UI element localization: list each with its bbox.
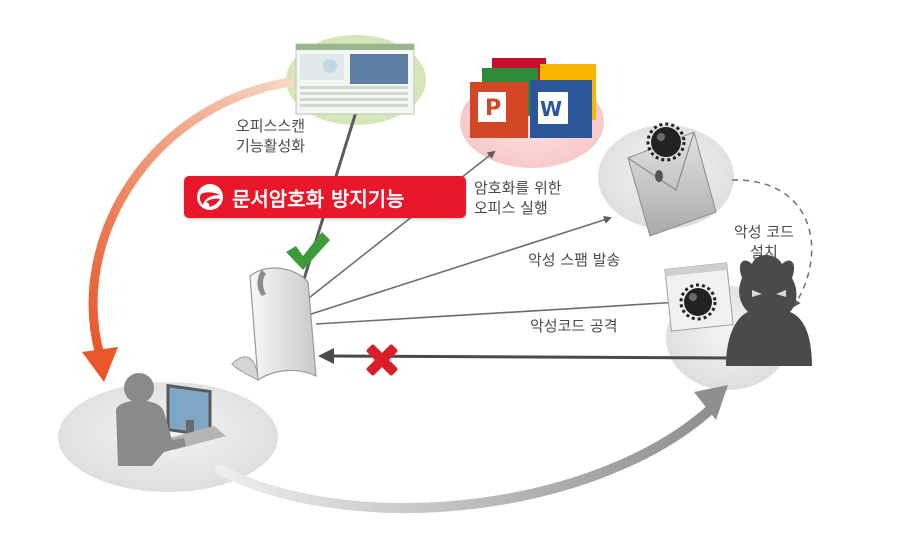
hacker-icon [726, 255, 812, 366]
powerpoint-icon: P [485, 96, 501, 121]
officescan-label-line1: 오피스스캔 [236, 117, 306, 135]
word-icon: W [540, 97, 562, 121]
encrypt-exec-label: 암호화를 위한 오피스 실행 [474, 178, 562, 218]
x-mark-icon [366, 344, 398, 376]
attack-arrow [315, 298, 682, 325]
document-icon [231, 267, 317, 382]
feature-banner: 문서암호화 방지기능 [184, 176, 466, 218]
user-at-computer-icon [116, 373, 226, 466]
banner-title: 문서암호화 방지기능 [232, 186, 405, 211]
install-dashed-arrow [731, 179, 813, 308]
install-label: 악성 코드 설치 [734, 222, 794, 262]
encrypt-exec-label-line1: 암호화를 위한 [474, 179, 562, 197]
attack-label: 악성코드 공격 [530, 317, 618, 335]
install-label-line2: 설치 [750, 243, 778, 261]
spam-label: 악성 스팸 발송 [528, 251, 621, 269]
orange-loop-arrow [88, 77, 295, 360]
officescan-label-line2: 기능활성화 [236, 137, 306, 155]
envelope-icon [627, 131, 717, 237]
install-label-line1: 악성 코드 [734, 223, 794, 241]
encrypt-exec-label-line2: 오피스 실행 [474, 199, 548, 217]
check-icon [286, 232, 330, 270]
bottom-loop-arrowhead [694, 385, 728, 420]
malicious-browser-window [664, 262, 734, 332]
office-app-icons: P W [470, 58, 596, 138]
blocked-arrowhead [318, 348, 334, 364]
office-exec-arrow [299, 150, 496, 306]
officescan-label: 오피스스캔 기능활성화 [236, 116, 305, 156]
officescan-console-screenshot [295, 43, 415, 115]
malware-badge-icon [646, 122, 686, 162]
orange-loop-arrowhead [82, 347, 118, 382]
bottom-loop-arrow [215, 403, 717, 514]
blocked-arrow [329, 354, 729, 360]
spam-arrow [307, 216, 612, 316]
trend-micro-logo [197, 184, 223, 210]
